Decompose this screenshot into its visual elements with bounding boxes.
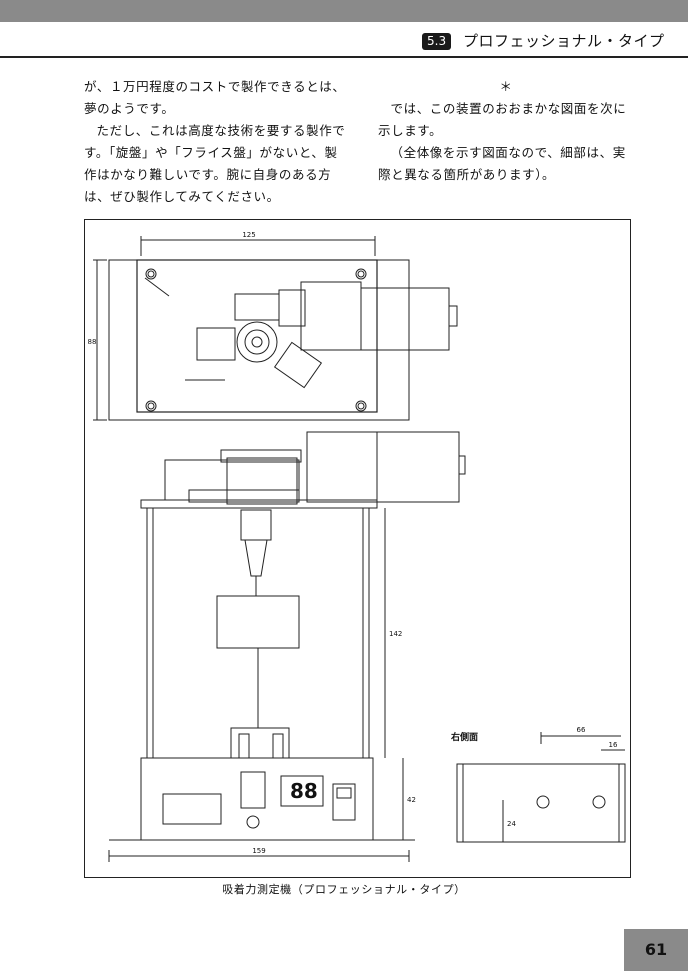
header-rule: [0, 56, 688, 58]
page-number: 61: [624, 929, 688, 971]
paragraph: では、この装置のおおまかな図面を次に示します。: [378, 101, 627, 138]
dimension-column-height: 142: [389, 630, 402, 638]
side-view-label: 右側面: [450, 731, 478, 743]
paragraph: が、１万円程度のコストで製作できるとは、夢のようです。: [84, 79, 346, 116]
motor-top: [300, 281, 362, 351]
top-view-base: [136, 259, 378, 413]
dimension-side-offset: 16: [609, 741, 618, 749]
chuck-top: [236, 321, 278, 363]
dimension-top-width: 125: [242, 231, 255, 239]
dimension-top-height: 88: [88, 338, 97, 346]
paragraph: ただし、これは高度な技術を要する製作です。「旋盤」や「フライス盤」がないと、製作…: [84, 123, 346, 204]
top-plate: [140, 499, 378, 509]
paragraph: （全体像を示す図面なので、細部は、実際と異なる箇所があります）。: [378, 145, 626, 182]
left-column: が、１万円程度のコストで製作できるとは、夢のようです。 ただし、これは高度な技術…: [84, 76, 346, 208]
top-view-plate: [108, 259, 410, 421]
weight-block: [216, 595, 300, 649]
dimension-base-width: 159: [252, 847, 265, 855]
right-column: [362, 507, 370, 759]
technical-drawing-figure: 125 88 159 142 42 66 16 24 右側面 88: [84, 219, 631, 878]
side-view-base: [456, 763, 626, 843]
motor-front: [306, 431, 378, 503]
base-box: [140, 757, 374, 841]
right-column: ＊ では、この装置のおおまかな図面を次に示します。 （全体像を示す図面なので、細…: [378, 76, 634, 186]
section-break-asterisk: ＊: [499, 79, 513, 94]
header-bar: [0, 0, 688, 22]
technical-drawing: 125 88 159 142 42 66 16 24 右側面 88: [88, 231, 626, 862]
seven-segment-display: 88: [290, 779, 318, 803]
section-number-badge: 5.3: [422, 33, 452, 50]
dimension-side-width: 66: [577, 726, 586, 734]
figure-caption: 吸着力測定機（プロフェッショナル・タイプ）: [222, 883, 466, 896]
left-column: [146, 507, 154, 759]
dimension-side-height: 24: [507, 820, 516, 828]
section-title: プロフェッショナル・タイプ: [463, 32, 665, 50]
dimension-base-height: 42: [407, 796, 416, 804]
